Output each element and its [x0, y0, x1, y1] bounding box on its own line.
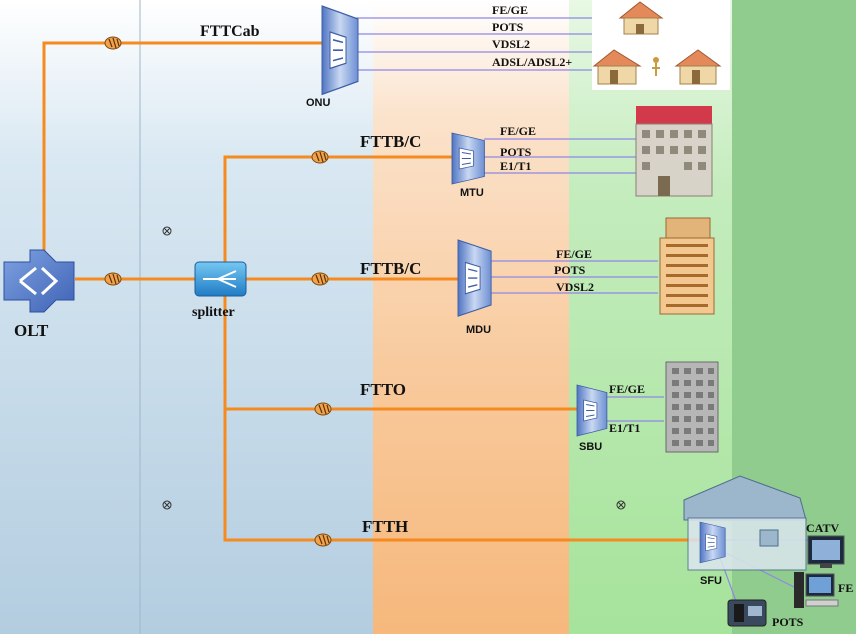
link-label-fttb-c-2: FTTB/C	[360, 259, 421, 278]
sfu-service-fe: FE	[838, 581, 853, 595]
fiber-lines	[42, 41, 700, 542]
mtu-service-fe-ge: FE/GE	[500, 124, 536, 138]
splitter-icon[interactable]	[194, 261, 247, 297]
mtu-service-pots: POTS	[500, 145, 532, 159]
onu-service-vdsl2: VDSL2	[492, 37, 530, 51]
onu-device-icon[interactable]	[321, 5, 359, 96]
phone-icon	[727, 599, 767, 627]
tv-icon	[807, 535, 845, 568]
onu-service-fe-ge: FE/GE	[492, 3, 528, 17]
mdu-label: MDU	[466, 324, 491, 336]
computer-icon	[794, 572, 839, 608]
sfu-device-icon[interactable]	[699, 521, 726, 564]
mdu-service-vdsl2: VDSL2	[556, 280, 594, 294]
houses-icon	[592, 0, 730, 90]
sbu-device-icon[interactable]	[576, 384, 608, 437]
sfu-service-catv: CATV	[806, 521, 839, 535]
mdu-device-icon[interactable]	[457, 239, 492, 317]
link-label-fttcab: FTTCab	[200, 23, 260, 40]
marker-symbol	[162, 226, 626, 510]
sbu-label: SBU	[579, 441, 602, 453]
splitter-label: splitter	[192, 305, 235, 320]
mtu-label: MTU	[460, 187, 484, 199]
sbu-service-fe-ge: FE/GE	[609, 382, 645, 396]
sfu-service-pots: POTS	[772, 615, 804, 629]
sbu-service-e1-t1: E1/T1	[609, 421, 640, 435]
office-building-windows	[642, 130, 706, 170]
olt-label: OLT	[14, 321, 49, 340]
mdu-service-pots: POTS	[554, 263, 586, 277]
onu-label: ONU	[306, 97, 331, 109]
grey-building-windows	[672, 368, 714, 446]
onu-service-pots: POTS	[492, 20, 524, 34]
mtu-service-e1-t1: E1/T1	[500, 159, 531, 173]
tower-building-windows	[666, 244, 708, 307]
zone-orange	[373, 0, 569, 634]
zone-blue	[0, 0, 373, 634]
mdu-service-fe-ge: FE/GE	[556, 247, 592, 261]
link-label-fttb-c-1: FTTB/C	[360, 132, 421, 151]
onu-service-adsl: ADSL/ADSL2+	[492, 55, 572, 69]
link-label-ftto: FTTO	[360, 380, 406, 399]
link-label-ftth: FTTH	[362, 517, 408, 536]
olt-device-icon[interactable]	[3, 249, 75, 313]
mtu-device-icon[interactable]	[451, 132, 485, 185]
sfu-label: SFU	[700, 575, 722, 587]
